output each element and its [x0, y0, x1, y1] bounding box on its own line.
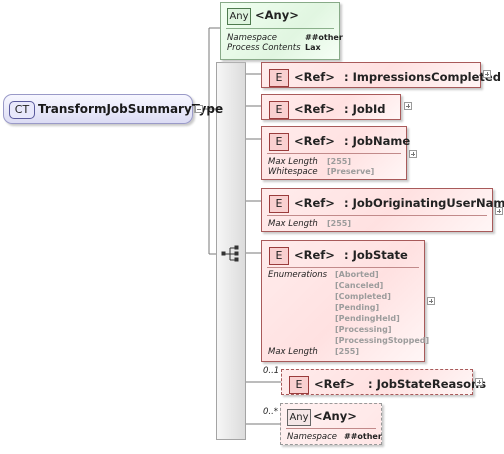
max-length-value: [255] — [327, 157, 352, 166]
expand-toggle[interactable] — [404, 102, 412, 110]
enumerations-label: Enumerations — [268, 270, 328, 280]
element-impressions-completed[interactable]: E <Ref> : ImpressionsCompleted — [261, 62, 501, 88]
occurrence-label: 0..* — [263, 407, 279, 417]
element-name: : JobOriginatingUserName — [344, 196, 504, 210]
complex-type-badge: CT — [9, 101, 35, 119]
max-length-label: Max Length — [268, 157, 318, 167]
divider — [267, 153, 401, 154]
namespace-label: Namespace — [227, 33, 278, 43]
complex-type-node[interactable]: CT TransformJobSummaryType — [3, 94, 223, 124]
ref-label: <Ref> — [294, 70, 335, 84]
element-badge: E — [269, 101, 289, 119]
ref-label: <Ref> — [294, 134, 335, 148]
enumeration-value: [Pending] — [335, 303, 380, 312]
max-length-label: Max Length — [268, 347, 318, 357]
whitespace-value: [Preserve] — [327, 167, 375, 176]
any-wildcard-bottom[interactable]: Any <Any> Namespace ##other — [280, 403, 382, 445]
ref-label: <Ref> — [294, 196, 335, 210]
max-length-value: [255] — [335, 347, 360, 356]
element-badge: E — [269, 69, 289, 87]
collapse-toggle-root[interactable] — [195, 105, 203, 113]
namespace-label: Namespace — [287, 432, 338, 442]
element-job-originating-user-name[interactable]: E <Ref> : JobOriginatingUserName Max Len… — [261, 188, 504, 232]
element-name: : JobState — [344, 248, 408, 262]
any-wildcard-top[interactable]: Any <Any> Namespace ##other Process Cont… — [220, 2, 343, 60]
enumeration-value: [ProcessingStopped] — [335, 336, 430, 345]
namespace-value: ##other — [305, 33, 343, 42]
sequence-compositor[interactable] — [216, 62, 246, 440]
expand-toggle[interactable] — [427, 297, 435, 305]
element-badge: E — [289, 376, 309, 394]
enumeration-value: [PendingHeld] — [335, 314, 400, 323]
any-badge: Any — [227, 8, 251, 25]
any-label: <Any> — [313, 409, 357, 423]
any-label: <Any> — [255, 8, 299, 22]
expand-toggle[interactable] — [409, 150, 417, 158]
whitespace-label: Whitespace — [268, 167, 318, 177]
element-job-id[interactable]: E <Ref> : JobId — [261, 94, 401, 120]
expand-toggle[interactable] — [483, 70, 491, 78]
element-name: : JobId — [344, 102, 386, 116]
namespace-value: ##other — [344, 432, 382, 441]
divider — [286, 428, 376, 429]
element-badge: E — [269, 133, 289, 151]
divider — [226, 28, 334, 29]
element-job-state-reasons[interactable]: E <Ref> : JobStateReasons — [281, 369, 486, 395]
element-badge: E — [269, 247, 289, 265]
enumeration-value: [Completed] — [335, 292, 391, 301]
enumeration-value: [Processing] — [335, 325, 392, 334]
any-badge: Any — [287, 409, 311, 426]
max-length-label: Max Length — [268, 219, 318, 229]
max-length-value: [255] — [327, 219, 352, 228]
divider — [267, 267, 419, 268]
element-name: : ImpressionsCompleted — [344, 70, 501, 84]
ref-label: <Ref> — [294, 102, 335, 116]
complex-type-name: TransformJobSummaryType — [38, 102, 224, 116]
occurrence-label: 0..1 — [263, 366, 280, 376]
enumeration-value: [Canceled] — [335, 281, 384, 290]
process-contents-label: Process Contents — [227, 43, 301, 53]
sequence-icon — [221, 245, 239, 262]
ref-label: <Ref> — [314, 377, 355, 391]
element-name: : JobName — [344, 134, 411, 148]
ref-label: <Ref> — [294, 248, 335, 262]
enumeration-value: [Aborted] — [335, 270, 379, 279]
element-job-state[interactable]: E <Ref> : JobState Enumerations [Aborted… — [261, 240, 429, 362]
expand-toggle[interactable] — [475, 378, 483, 386]
divider — [267, 215, 487, 216]
element-name: : JobStateReasons — [368, 377, 487, 391]
element-badge: E — [269, 195, 289, 213]
element-job-name[interactable]: E <Ref> : JobName Max Length [255] White… — [261, 126, 411, 180]
expand-toggle[interactable] — [495, 207, 503, 215]
process-contents-value: Lax — [305, 43, 321, 52]
